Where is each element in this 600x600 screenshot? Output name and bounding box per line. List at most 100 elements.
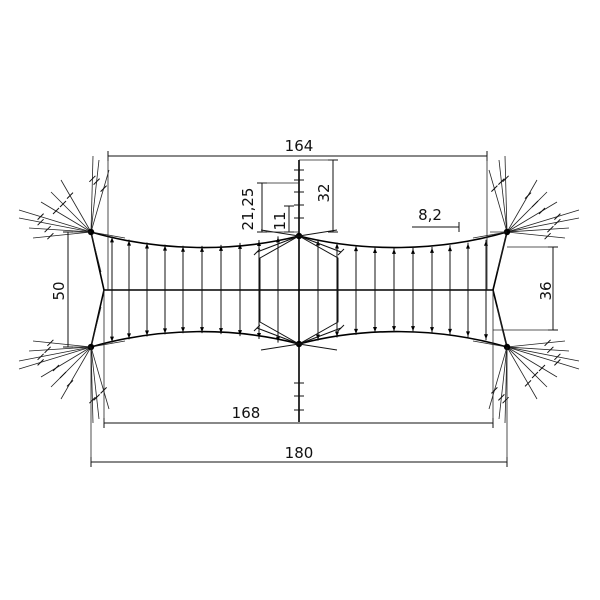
center-arm [298, 343, 338, 351]
top-right-anchor-ray [506, 209, 580, 233]
center-arm [256, 235, 300, 253]
top-left-anchor-ray [90, 159, 100, 233]
bottom-left-anchor-ray [40, 346, 92, 378]
top-left-anchor-ray [18, 209, 92, 233]
arm-tick [337, 324, 345, 332]
dim-label-11: 11 [271, 211, 289, 230]
hanger-arrow [127, 240, 131, 246]
hanger-arrow [354, 328, 358, 334]
hanger-arrow [448, 246, 452, 252]
top-right-inner-ray [472, 231, 508, 239]
top-left-anchor-ray [32, 231, 92, 239]
hanger-arrow [373, 327, 377, 333]
bottom-right-anchor-tick [554, 359, 561, 366]
top-right-anchor-ray [506, 179, 538, 233]
top-left-anchor-ray [40, 201, 92, 233]
top-left-anchor-ray [28, 227, 92, 233]
center-arm [260, 229, 300, 237]
dim-label-180: 180 [285, 444, 314, 462]
bottom-right-anchor-ray [506, 346, 558, 378]
bottom-right-anchor-tick [498, 394, 505, 401]
bottom-left-anchor-ray [90, 346, 100, 420]
bottom-left-anchor-tick [93, 394, 100, 401]
bottom-left-anchor-tick [44, 346, 51, 354]
top-left-anchor-ray [18, 217, 92, 233]
hanger-arrow [430, 247, 434, 253]
bottom-right-anchor-ray [488, 346, 508, 410]
top-right-anchor-ray [488, 169, 508, 233]
hanger-arrow [181, 246, 185, 252]
top-left-anchor-tick [44, 225, 51, 233]
hanger-arrow [354, 246, 358, 252]
hanger-arrow [335, 331, 339, 337]
hanger-arrow [430, 327, 434, 333]
bottom-left-anchor-ray [60, 346, 92, 400]
dim-label-36: 36 [537, 281, 555, 300]
bottom-left-anchor-tick [47, 339, 54, 347]
arm-tick [337, 248, 345, 256]
top-right-anchor-tick [491, 185, 498, 192]
hanger-arrow [335, 243, 339, 249]
bottom-right-anchor-ray [506, 340, 566, 348]
bottom-left-inner-ray [90, 306, 102, 348]
hanger-arrow [392, 326, 396, 332]
dim-label-8-2: 8,2 [418, 206, 442, 224]
top-right-anchor-tick [538, 207, 546, 215]
hanger-arrow [411, 248, 415, 254]
bottom-right-anchor-tick [547, 346, 554, 354]
top-right-anchor-ray [506, 231, 566, 239]
center-arm [260, 343, 300, 351]
hanger-arrow [466, 331, 470, 337]
top-right-anchor-tick [498, 178, 505, 185]
hanger-arrow [373, 247, 377, 253]
center-arm [298, 229, 338, 237]
top-right-inner-ray [496, 231, 508, 273]
bottom-left-anchor-ray [28, 346, 92, 352]
bottom-right-anchor-ray [498, 346, 508, 420]
bottom-left-anchor-ray [32, 340, 92, 348]
top-left-anchor-ray [60, 179, 92, 233]
hanger-arrow [411, 326, 415, 332]
top-right-anchor-tick [502, 175, 509, 183]
hanger-arrow [276, 237, 280, 243]
hanger-arrow [238, 243, 242, 249]
bottom-right-anchor-tick [531, 371, 539, 379]
hanger-arrow [484, 334, 488, 340]
hanger-arrow [466, 243, 470, 249]
hanger-arrow [448, 328, 452, 334]
top-right-anchor-tick [544, 232, 551, 240]
hanger-arrow [219, 328, 223, 334]
dim-label-168: 168 [232, 404, 261, 422]
bottom-left-anchor-tick [37, 353, 44, 361]
top-left-anchor-ray [50, 191, 92, 233]
top-right-anchor-ray [506, 191, 548, 233]
hanger-arrow [200, 327, 204, 333]
hanger-arrow [127, 333, 131, 339]
top-right-anchor-ray [498, 159, 508, 233]
top-left-anchor-tick [89, 175, 96, 183]
top-right-anchor-tick [554, 213, 561, 220]
top-left-anchor-tick [66, 192, 74, 199]
top-left-anchor-ray [90, 169, 110, 233]
bottom-left-anchor-tick [89, 396, 96, 404]
center-arm [256, 327, 300, 345]
top-left-anchor-ray [90, 155, 94, 233]
hanger-arrow [145, 330, 149, 336]
bottom-left-anchor-ray [50, 346, 92, 388]
dim-label-50: 50 [50, 281, 68, 300]
bottom-left-anchor-tick [52, 364, 60, 372]
bottom-left-anchor-ray [18, 346, 92, 362]
hanger-arrow [257, 333, 261, 339]
hanger-arrow [145, 243, 149, 249]
hanger-arrow [219, 245, 223, 251]
top-left-anchor-tick [59, 200, 67, 208]
hanger-arrow [163, 328, 167, 334]
bottom-right-anchor-ray [506, 346, 580, 362]
hanger-arrow [257, 240, 261, 246]
center-arm [298, 327, 342, 345]
dim-label-164: 164 [285, 137, 314, 155]
top-right-anchor-ray [504, 155, 508, 233]
hanger-arrow [163, 245, 167, 251]
top-left-anchor-tick [93, 178, 100, 185]
